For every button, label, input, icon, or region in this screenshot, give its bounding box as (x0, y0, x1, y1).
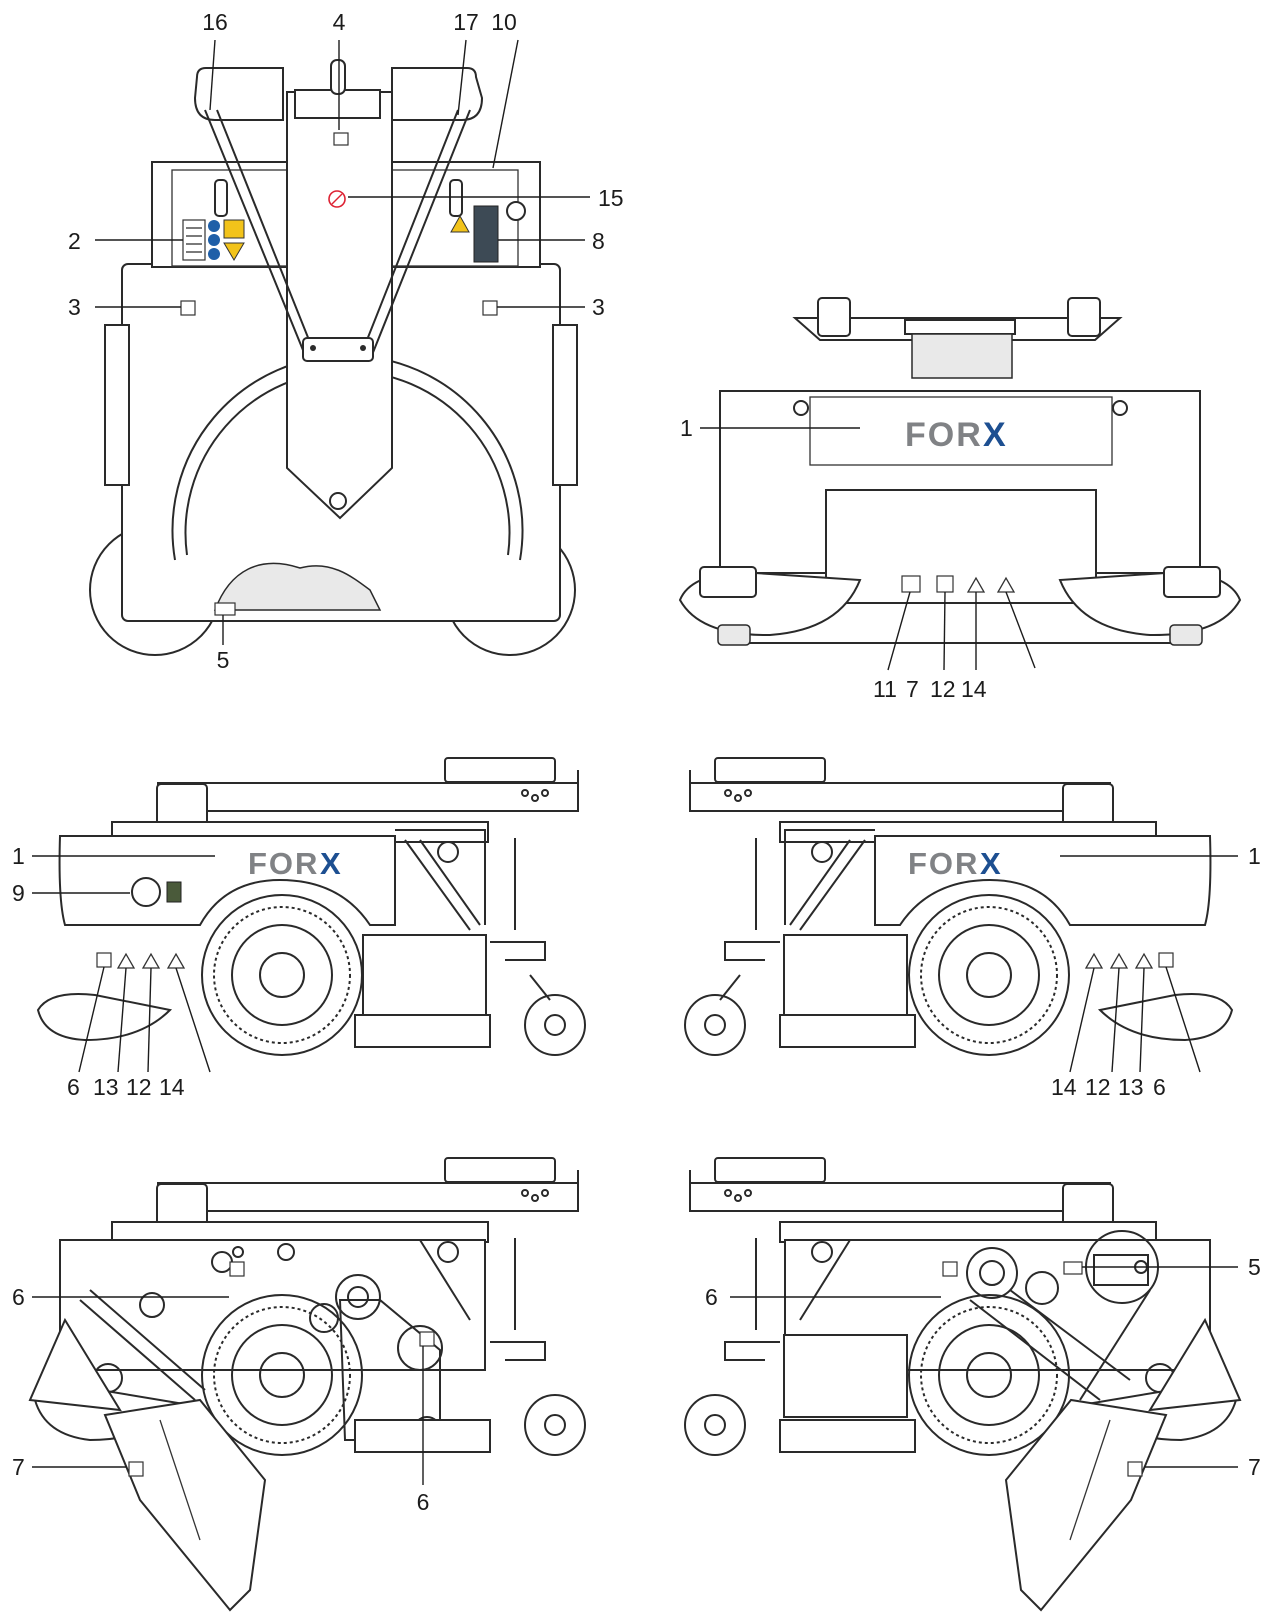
brand-logo-accent: X (320, 846, 341, 881)
callout-label: 12 (1085, 1074, 1111, 1100)
callout-label: 6 (67, 1074, 80, 1100)
callout-label: 5 (217, 647, 230, 673)
brand-logo-accent: X (980, 846, 1001, 881)
callout-label: 7 (1248, 1454, 1261, 1480)
brand-logo-accent: X (983, 416, 1006, 454)
callout-label: 16 (202, 9, 228, 35)
callout-label: 1 (12, 843, 25, 869)
callout-label: 12 (930, 676, 956, 702)
front-view: FOR X 1 11 7 12 14 (678, 297, 1242, 702)
callout-label: 5 (1248, 1254, 1261, 1280)
callout-label: 13 (1118, 1074, 1144, 1100)
callout-label: 3 (68, 294, 81, 320)
callout-label: 7 (906, 676, 919, 702)
callout-label: 14 (961, 676, 987, 702)
callout-label: 6 (417, 1489, 430, 1515)
side-view-right: FOR X 1 14 12 13 6 (684, 757, 1261, 1100)
callout-label: 6 (1153, 1074, 1166, 1100)
callout-label: 6 (705, 1284, 718, 1310)
open-side-view-left: 6 7 6 (12, 1157, 586, 1612)
callout-label: 6 (12, 1284, 25, 1310)
callout-label: 11 (873, 676, 897, 702)
brand-logo: FOR (248, 846, 319, 881)
callout-label: 1 (680, 415, 693, 441)
callout-label: 9 (12, 880, 25, 906)
callout-label: 14 (159, 1074, 185, 1100)
callout-label: 8 (592, 228, 605, 254)
callout-label: 17 (453, 9, 479, 35)
callout-label: 10 (491, 9, 517, 35)
callout-label: 3 (592, 294, 605, 320)
callout-label: 1 (1248, 843, 1261, 869)
side-view-left: FOR X 1 9 6 13 12 14 (12, 757, 586, 1100)
brand-logo: FOR (908, 846, 979, 881)
top-view: 16 4 17 10 15 2 8 3 3 5 (68, 9, 624, 673)
callout-label: 15 (598, 185, 624, 211)
callout-label: 2 (68, 228, 81, 254)
callout-label: 13 (93, 1074, 119, 1100)
brand-logo: FOR (905, 416, 983, 454)
callout-label: 14 (1051, 1074, 1077, 1100)
callout-label: 12 (126, 1074, 152, 1100)
callout-label: 4 (333, 9, 346, 35)
open-side-view-right: 6 5 7 (684, 1157, 1261, 1612)
callout-label: 7 (12, 1454, 25, 1480)
